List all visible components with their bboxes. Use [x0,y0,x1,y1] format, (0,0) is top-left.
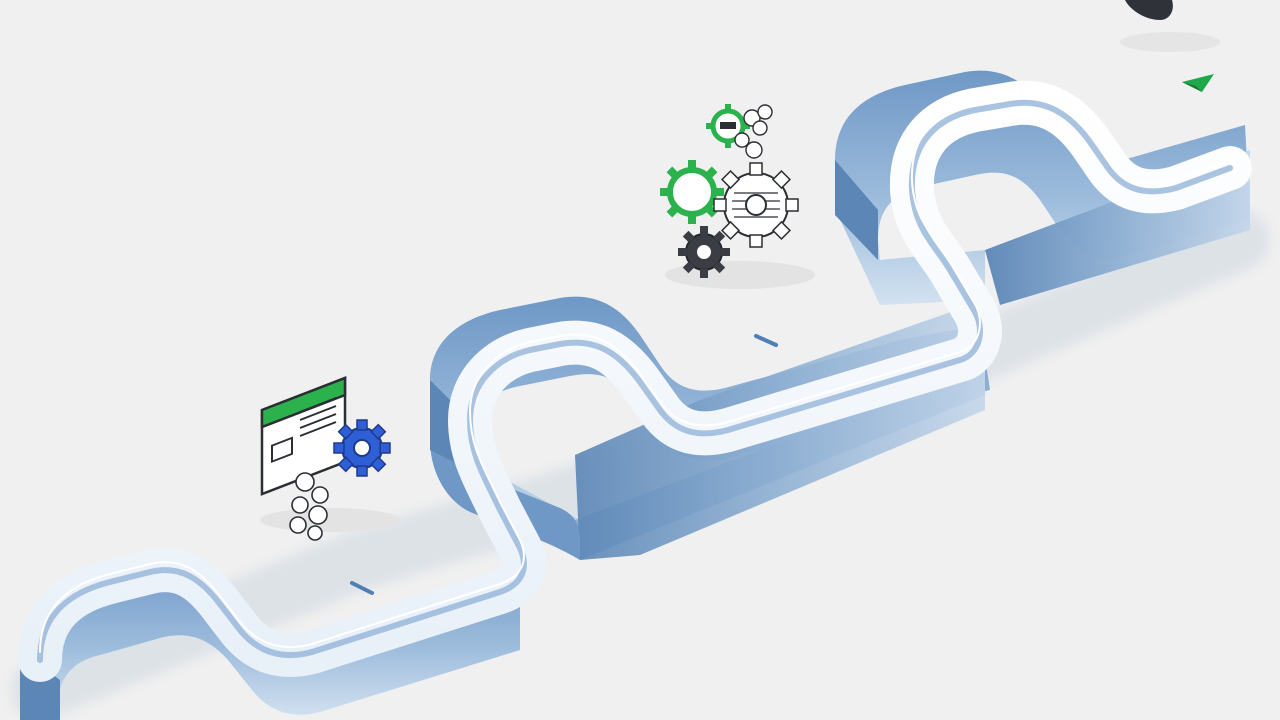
browser-window-icon [260,376,400,541]
finish-arrow-icon [1182,74,1214,92]
gear-icon [706,104,750,148]
gear-icon [678,226,730,278]
path-top-surface [18,80,1252,682]
milestone-markers [350,334,778,595]
gear-cluster-icon [660,104,815,289]
partial-figure-icon [1120,0,1220,52]
gear-icon [333,419,391,477]
gear-icon [660,160,724,224]
path-shadow [10,210,1270,720]
gear-icon [713,162,799,248]
